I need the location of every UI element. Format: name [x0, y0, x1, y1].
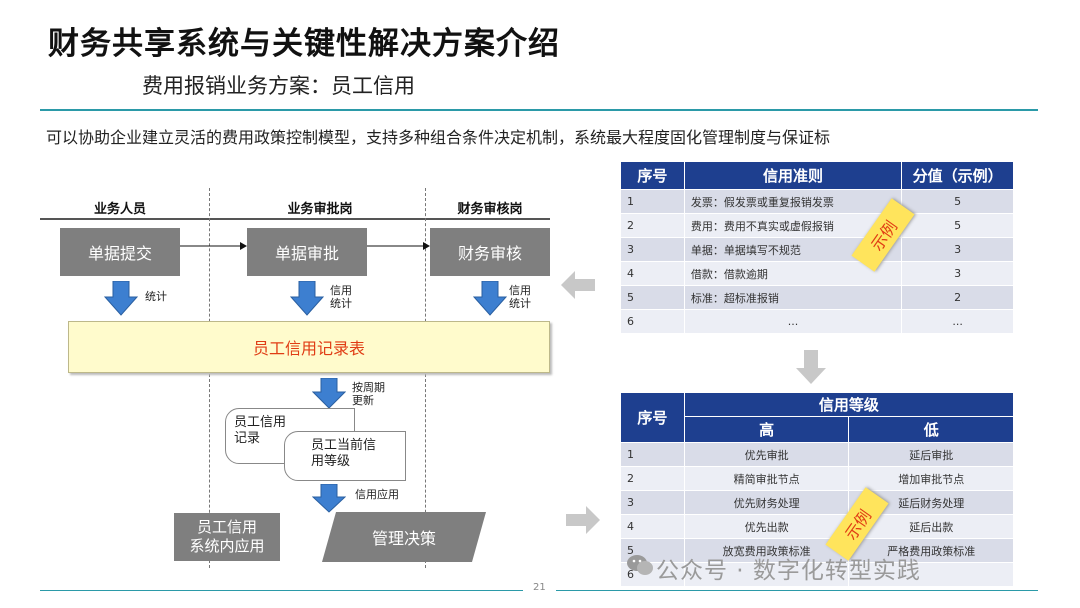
lane-header-staff: 业务人员	[93, 202, 146, 217]
doc1-line2: 记录	[234, 431, 261, 446]
internal-app-box: 员工信用 系统内应用	[174, 513, 280, 561]
header-divider	[40, 109, 1038, 111]
decision-shape	[322, 512, 486, 562]
cell-no: 4	[620, 514, 685, 539]
label-credit-stat-finance: 信用 统计	[509, 284, 531, 310]
decision-label: 管理决策	[371, 529, 436, 548]
approve-box: 单据审批	[247, 228, 367, 276]
label-update-1: 按周期	[352, 381, 385, 394]
down-arrow-icon	[312, 378, 346, 409]
cell-low: 严格费用政策标准	[848, 538, 1014, 563]
description-text: 可以协助企业建立灵活的费用政策控制模型，支持多种组合条件决定机制，系统最大程度固…	[46, 128, 831, 147]
label-credit-stat-approver: 信用 统计	[330, 284, 352, 310]
footer-rule-right	[556, 590, 1038, 591]
table-row: 1 优先审批 延后审批	[620, 442, 1014, 467]
lane-divider-1	[209, 188, 210, 568]
col-header-level: 信用等级	[683, 392, 1015, 417]
down-arrow-icon	[104, 281, 138, 316]
cell-score: 2	[901, 285, 1014, 310]
down-arrow-grey-icon	[796, 350, 826, 384]
col-header-no: 序号	[620, 392, 685, 443]
doc1-line1: 员工信用	[234, 415, 287, 430]
table-row: 3 优先财务处理 延后财务处理	[620, 490, 1014, 515]
table-row: 2 精简审批节点 增加审批节点	[620, 466, 1014, 491]
col-header-rule: 信用准则	[683, 161, 903, 190]
cell-no: 2	[620, 213, 685, 238]
doc2-line1: 员工当前信	[311, 438, 377, 453]
cell-high: 优先出款	[683, 514, 850, 539]
lane-header-line	[40, 218, 550, 220]
left-arrow-icon	[561, 271, 595, 299]
col-header-no: 序号	[620, 161, 685, 190]
col-header-score: 分值（示例）	[901, 161, 1014, 190]
cell-low: 增加审批节点	[848, 466, 1014, 491]
label-update-2: 更新	[352, 394, 374, 407]
label-credit-apply: 信用应用	[355, 488, 399, 501]
lane-divider-2	[425, 188, 426, 568]
cell-no: 3	[620, 237, 685, 262]
col-header-low: 低	[848, 416, 1014, 443]
table-row: 5 标准：超标准报销 2	[620, 285, 1014, 310]
table-row: 2 费用：费用不真实或虚假报销 5	[620, 213, 1014, 238]
down-arrow-icon	[290, 281, 324, 316]
lane-header-approver: 业务审批岗	[287, 202, 353, 217]
cell-no: 2	[620, 466, 685, 491]
cell-high	[683, 562, 850, 587]
col-header-high: 高	[683, 416, 850, 443]
credit-rules-table: 序号 信用准则 分值（示例） 1 发票：假发票或重复报销发票 5 2 费用：费用…	[620, 161, 1014, 334]
label-stat-2: 统计	[509, 297, 531, 310]
doc2-line2: 用等级	[311, 454, 351, 469]
down-arrow-icon	[312, 484, 346, 513]
cell-high: 优先财务处理	[683, 490, 850, 515]
cell-no: 1	[620, 189, 685, 214]
review-box: 财务审核	[430, 228, 550, 276]
cell-rule: 标准：超标准报销	[683, 285, 903, 310]
page-title: 财务共享系统与关键性解决方案介绍	[48, 26, 560, 62]
doc-current-level: 员工当前信 用等级	[284, 431, 406, 481]
table-row: 4 优先出款 延后出款	[620, 514, 1014, 539]
label-periodic-update: 按周期 更新	[352, 381, 385, 407]
flow-connectors	[180, 242, 430, 250]
cell-score: 3	[901, 261, 1014, 286]
table-row: 1 发票：假发票或重复报销发票 5	[620, 189, 1014, 214]
cell-low: 延后审批	[848, 442, 1014, 467]
cell-no: 3	[620, 490, 685, 515]
lane-header-finance: 财务审核岗	[457, 202, 523, 217]
cell-no: 4	[620, 261, 685, 286]
cell-score: 5	[901, 189, 1014, 214]
cell-rule: 费用：费用不真实或虚假报销	[683, 213, 903, 238]
wechat-icon	[627, 555, 653, 575]
submit-box: 单据提交	[60, 228, 180, 276]
label-credit: 信用	[330, 284, 352, 297]
cell-score: ...	[901, 309, 1014, 334]
internal-line2: 系统内应用	[189, 537, 265, 555]
cell-rule: 发票：假发票或重复报销发票	[683, 189, 903, 214]
cell-score: 5	[901, 213, 1014, 238]
cell-no: 6	[620, 309, 685, 334]
page-number: 21	[533, 582, 546, 593]
cell-no: 1	[620, 442, 685, 467]
cell-no: 5	[620, 285, 685, 310]
label-stat-2: 统计	[330, 297, 352, 310]
credit-record-table: 员工信用记录表	[68, 321, 550, 373]
table-row: 6 ... ...	[620, 309, 1014, 334]
cell-rule: ...	[683, 309, 903, 334]
cell-high: 放宽费用政策标准	[683, 538, 850, 563]
internal-line1: 员工信用	[196, 518, 257, 536]
watermark-text: 公众号 · 数字化转型实践	[656, 558, 921, 584]
label-credit: 信用	[509, 284, 531, 297]
down-arrow-icon	[473, 281, 507, 316]
label-stat: 统计	[145, 290, 167, 303]
footer-rule-left	[40, 590, 523, 591]
page-subtitle: 费用报销业务方案：员工信用	[142, 74, 415, 98]
cell-low	[848, 562, 1014, 587]
cell-score: 3	[901, 237, 1014, 262]
cell-high: 优先审批	[683, 442, 850, 467]
right-arrow-icon	[566, 506, 600, 534]
table-row: 4 借款：借款逾期 3	[620, 261, 1014, 286]
table-row: 3 单据：单据填写不规范 3	[620, 237, 1014, 262]
cell-high: 精简审批节点	[683, 466, 850, 491]
